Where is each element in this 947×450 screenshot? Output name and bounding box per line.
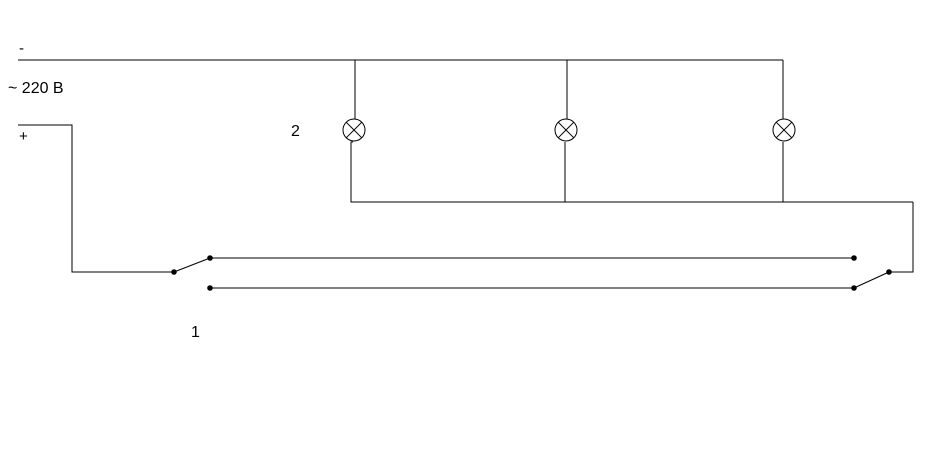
lamp-number-label: 2 bbox=[291, 123, 300, 140]
lamp-1 bbox=[342, 118, 366, 142]
negative-terminal-label: - bbox=[19, 40, 24, 57]
lamp-1-bottom-wire bbox=[350, 141, 913, 203]
lamp-2 bbox=[554, 118, 578, 142]
right-switch-contact-top bbox=[851, 255, 857, 261]
left-switch-lever bbox=[173, 257, 211, 273]
right-switch-contact-bottom bbox=[851, 285, 857, 291]
voltage-label: ~ 220 В bbox=[8, 80, 64, 97]
switch-number-label: 1 bbox=[191, 324, 200, 341]
positive-terminal-label: + bbox=[19, 128, 28, 145]
left-switch-pivot bbox=[171, 269, 177, 275]
right-switch-pivot bbox=[886, 269, 892, 275]
positive-wire bbox=[18, 124, 174, 273]
lamp-3 bbox=[772, 118, 796, 142]
wires bbox=[18, 59, 914, 289]
right-return-wire bbox=[889, 202, 914, 273]
right-switch-lever bbox=[853, 271, 890, 289]
switch-contacts bbox=[171, 255, 892, 291]
left-switch-contact-bottom bbox=[207, 285, 213, 291]
left-switch-contact-top bbox=[207, 255, 213, 261]
